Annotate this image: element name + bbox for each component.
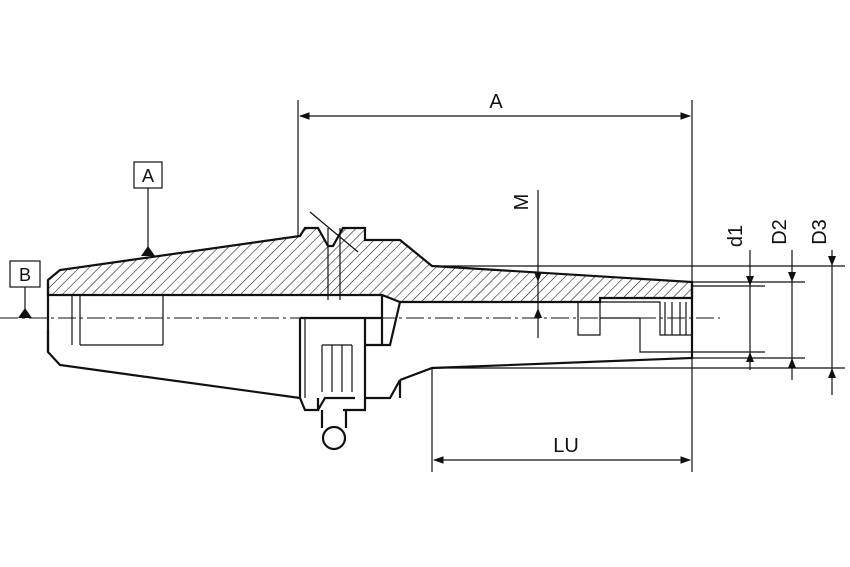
dim-d1-arrow-bottom (746, 352, 754, 362)
inner-bore (400, 301, 692, 353)
upper-section-hatch (46, 226, 694, 304)
flange-lower (298, 295, 384, 412)
dim-a-label: A (489, 91, 503, 113)
dim-d3-arrow-bottom (828, 368, 836, 378)
dim-d3-arrow-top (828, 256, 836, 266)
dim-m-arrow-bottom (534, 308, 542, 318)
shank-lower-profile (365, 282, 694, 400)
datum-b-triangle (18, 308, 32, 318)
datum-a-label: A (142, 166, 154, 186)
drive-key-stem (320, 410, 348, 428)
flange-slot-lines (309, 211, 359, 300)
dim-d2-arrow-top (788, 272, 796, 282)
dim-lu-label: LU (553, 435, 579, 457)
datum-a-triangle (141, 246, 155, 256)
lower-taper-outline (46, 330, 301, 400)
datum-b-label: B (19, 265, 31, 285)
taper-bore (71, 295, 164, 346)
dim-d1-arrow-top (746, 276, 754, 286)
dim-d1-label: d1 (725, 225, 747, 247)
dim-m-arrow-top (534, 272, 542, 282)
dim-m-label: M (511, 194, 533, 211)
dim-d3-label: D3 (809, 219, 831, 245)
dim-d2-arrow-bottom (788, 358, 796, 368)
drive-key-circle (321, 425, 347, 451)
flange-slots (304, 318, 353, 398)
dim-d2-label: D2 (769, 219, 791, 245)
